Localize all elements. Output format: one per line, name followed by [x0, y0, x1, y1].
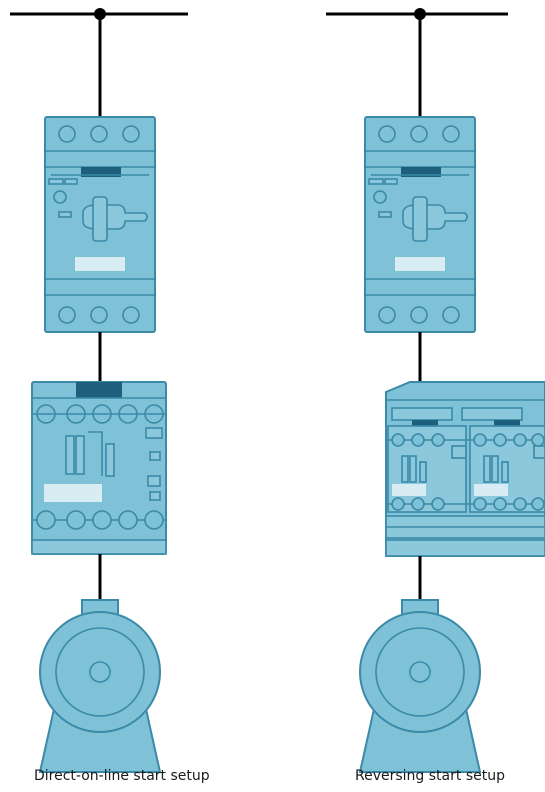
- motor-right: [359, 599, 481, 773]
- reversing-contactor-assembly: [385, 381, 545, 557]
- caption-direct-on-line: Direct-on-line start setup: [34, 768, 210, 784]
- supply-line-left: [10, 8, 188, 117]
- circuit-breaker-right: [364, 116, 476, 333]
- reversing-setup: [326, 8, 545, 773]
- motor-left: [39, 599, 161, 773]
- caption-reversing: Reversing start setup: [355, 768, 505, 784]
- circuit-breaker-left: [44, 116, 156, 333]
- contactor-left: [31, 381, 167, 555]
- supply-line-right: [326, 8, 508, 117]
- direct-on-line-setup: [10, 8, 188, 773]
